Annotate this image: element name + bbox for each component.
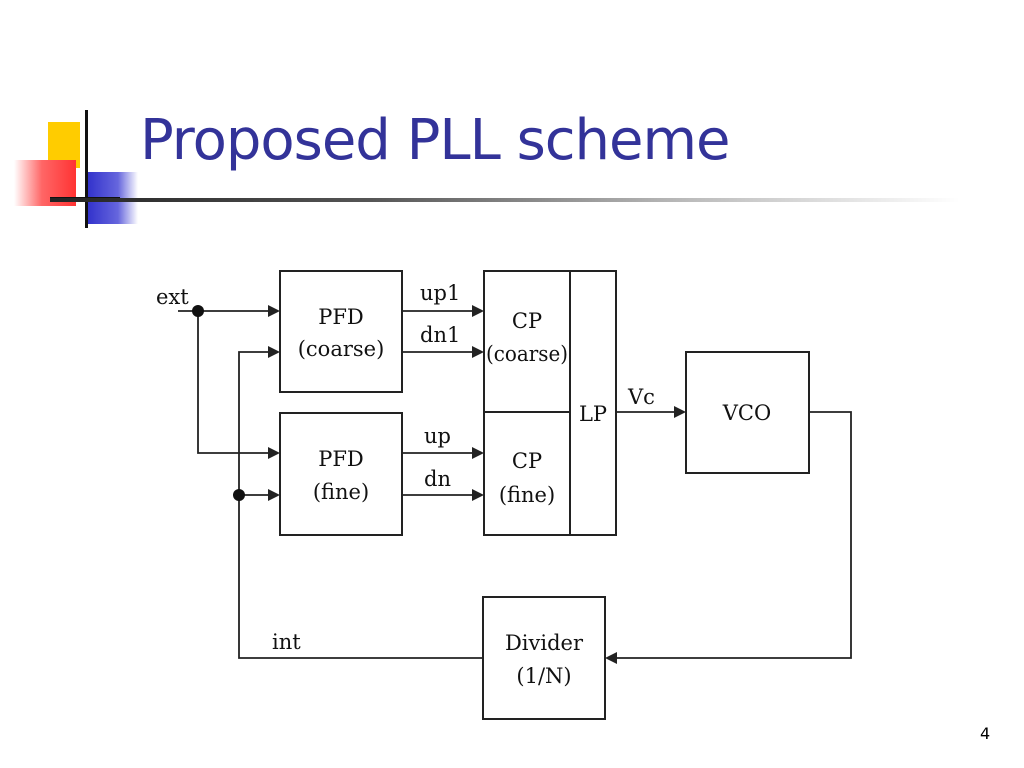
ext-junction-dot xyxy=(192,305,204,317)
logo-vertical-bar xyxy=(85,110,88,228)
up-signal-label: up xyxy=(424,424,451,448)
int-to-pfd-fine-arrow xyxy=(268,489,280,501)
int-junction-dot xyxy=(233,489,245,501)
divider-block xyxy=(482,596,606,720)
vco-block xyxy=(685,351,810,474)
ext-signal-label: ext xyxy=(156,285,189,309)
pfd-fine-label-2: (fine) xyxy=(313,480,369,504)
slide-title: Proposed PLL scheme xyxy=(140,108,731,173)
page-number: 4 xyxy=(980,724,991,743)
vc-signal-label: Vc xyxy=(627,385,655,409)
dn1-signal-label: dn1 xyxy=(420,323,460,347)
dn-arrow xyxy=(472,489,484,501)
up1-arrow xyxy=(472,305,484,317)
vco-label: VCO xyxy=(722,401,771,425)
up1-signal-label: up1 xyxy=(420,281,460,305)
cp-coarse-label-1: CP xyxy=(512,309,542,333)
pfd-coarse-label-2: (coarse) xyxy=(298,337,385,361)
pfd-fine-label-1: PFD xyxy=(318,447,364,471)
dn1-arrow xyxy=(472,346,484,358)
ext-to-pfd-coarse-arrow xyxy=(268,305,280,317)
cp-fine-block xyxy=(483,411,571,536)
ext-to-pfd-fine-wire xyxy=(197,311,270,454)
int-signal-label: int xyxy=(272,630,301,654)
vco-to-divider-wire xyxy=(615,411,852,659)
divider-label-2: (1/N) xyxy=(516,664,571,688)
pfd-fine-block xyxy=(279,412,403,536)
lp-label: LP xyxy=(579,402,607,426)
lp-block xyxy=(569,270,617,536)
up-arrow xyxy=(472,447,484,459)
cp-fine-label-1: CP xyxy=(512,449,542,473)
cp-coarse-label-2: (coarse) xyxy=(486,342,568,366)
cp-fine-label-2: (fine) xyxy=(499,483,555,507)
ext-to-pfd-fine-arrow xyxy=(268,447,280,459)
title-underline xyxy=(50,198,960,202)
dn-signal-label: dn xyxy=(424,467,451,491)
vco-to-divider-arrow xyxy=(605,652,617,664)
int-feedback-wire xyxy=(238,351,483,659)
int-to-pfd-coarse-arrow xyxy=(268,346,280,358)
pfd-coarse-block xyxy=(279,270,403,393)
vc-arrow xyxy=(674,406,686,418)
divider-label-1: Divider xyxy=(505,631,584,655)
pfd-coarse-label-1: PFD xyxy=(318,305,364,329)
